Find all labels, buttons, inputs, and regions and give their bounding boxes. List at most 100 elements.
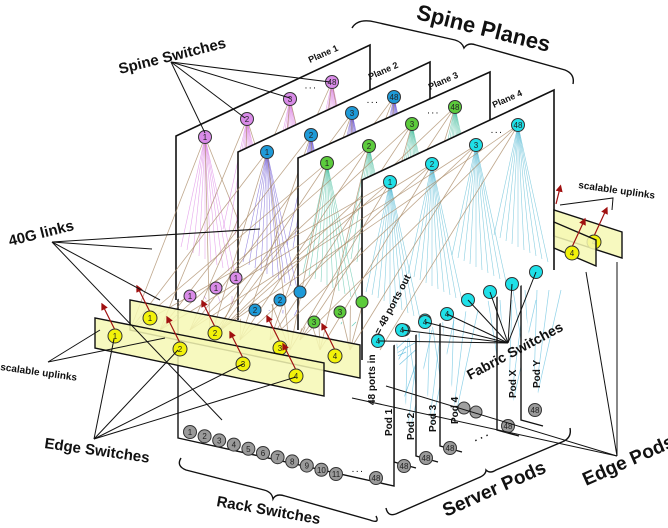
spine-fanout-link xyxy=(308,162,328,277)
fabric-switch-1-1-label: 1 xyxy=(188,292,193,301)
rack-switch-pod2-48-circle xyxy=(397,459,411,473)
40g-link xyxy=(219,106,456,331)
rack-switch-3-label: 3 xyxy=(217,436,222,445)
40g-link xyxy=(204,136,211,341)
spine-switch-p1-2-label: 2 xyxy=(245,115,250,124)
edge-pod-switch-2: 4 xyxy=(564,245,580,261)
rack-switch-pod4-48-circle xyxy=(443,441,457,455)
40g-link xyxy=(159,118,248,331)
rack-switch-48: 48 xyxy=(369,471,383,485)
pod-4-outline xyxy=(439,310,463,453)
pod-label-5: Pod X xyxy=(508,369,519,398)
spine-fanout-link xyxy=(475,144,495,277)
spine-fanout-link xyxy=(517,124,549,263)
spine-fanout-link xyxy=(511,124,519,245)
pod-6-outline xyxy=(520,282,544,427)
spine-fanout-link xyxy=(505,124,519,242)
spine-fanout-link xyxy=(431,163,463,302)
spine-fanout-link xyxy=(248,151,268,266)
fabric-switch-2-3-circle xyxy=(293,285,307,299)
rack-switch-48-label: 48 xyxy=(372,474,381,483)
spine-switches-leaders xyxy=(170,61,331,134)
rack-switch-6: 6 xyxy=(256,446,270,460)
spine-fanout-link xyxy=(517,124,537,257)
spine-fanout-link xyxy=(407,163,433,275)
spine-switch-p2-48: 48 xyxy=(387,90,401,104)
fabric-switch-1-2: 1 xyxy=(209,281,223,295)
spine-switches-label: Spine Switches xyxy=(117,35,228,78)
rack-switch-pod4-48-label: 48 xyxy=(446,444,455,453)
spine-switch-p2-48-label: 48 xyxy=(390,93,399,102)
spine-fanout-link xyxy=(469,144,477,265)
scalable-uplinks-right-leaders xyxy=(559,197,614,211)
spine-fanout-link xyxy=(425,163,433,284)
edge-switch-1-2-label: 2 xyxy=(213,329,218,338)
spine-switch-p4-48: 48 xyxy=(511,118,525,132)
spine-fanout-link xyxy=(260,151,268,272)
spine-switch-p3-48-label: 48 xyxy=(451,103,460,112)
spine-fanout-link xyxy=(475,144,501,280)
40g-link xyxy=(239,163,433,341)
rack-switch-2: 2 xyxy=(197,429,212,444)
spine-switch-p1-1-circle xyxy=(198,130,212,144)
rack-switch-pod6-48: 48 xyxy=(528,403,542,417)
spine-switch-p1-2: 2 xyxy=(240,112,254,126)
spine-fanout-link xyxy=(451,144,477,256)
spine-planes-brace xyxy=(351,20,575,85)
rack-switch-10-label: 10 xyxy=(317,466,326,475)
scalable-uplink-arrow xyxy=(282,342,297,371)
pod-panel-6 xyxy=(520,282,544,427)
spine-fanout-link xyxy=(180,136,206,248)
40g-links-label: 40G links xyxy=(7,217,76,250)
40g-link xyxy=(189,123,413,331)
edge-switches-leaders xyxy=(93,338,297,440)
rack-switch-9-circle xyxy=(299,458,314,473)
40g-link xyxy=(219,124,519,331)
edge-switch-2-1: 1 xyxy=(107,328,123,344)
rack-switch-11: 11 xyxy=(329,467,343,481)
scalable-uplink-arrow xyxy=(166,315,181,344)
40g-link xyxy=(319,163,433,351)
rack-switch-1: 1 xyxy=(183,425,197,439)
scalable-uplinks-left-label: scalable uplinks xyxy=(0,362,78,384)
spine-switch-p1-3-label: 3 xyxy=(288,95,293,104)
spine-fanout-link xyxy=(365,181,391,293)
40g-link xyxy=(129,162,328,331)
switch-nodes: 1234812348123481234811122334444441234567… xyxy=(183,75,543,485)
rack-switch-5-circle xyxy=(241,441,256,456)
spine-switch-p4-2-label: 2 xyxy=(430,160,435,169)
spine-switch-p2-1-circle xyxy=(260,145,274,159)
spine-switch-p2-1-label: 1 xyxy=(265,148,270,157)
spine-fanout-link xyxy=(517,124,531,254)
spine-fanout-link xyxy=(266,151,286,284)
rack-switch-3: 3 xyxy=(212,433,227,448)
fabric-switch-2-2-circle xyxy=(273,293,287,307)
scalable-uplinks-left-leaders xyxy=(47,329,166,363)
spine-switch-p2-2: 2 xyxy=(304,128,318,142)
rack-switches-brace xyxy=(178,457,378,523)
rack-switch-11-label: 11 xyxy=(332,470,341,479)
spine-fanout-link xyxy=(222,118,248,230)
rack-switch-pod2-48: 48 xyxy=(397,459,411,473)
fabric-switch-2-2-label: 2 xyxy=(278,296,283,305)
rack-switch-pod3-48-circle xyxy=(419,451,433,465)
fabric-switch-3-1-circle xyxy=(307,315,321,329)
spine-switch-p4-1-label: 1 xyxy=(388,178,393,187)
spine-fanout-link xyxy=(389,181,397,308)
plane-1-ellipsis: · · · xyxy=(305,86,316,93)
spine-fanout-link xyxy=(326,162,352,298)
rack-switch-4-circle xyxy=(226,437,241,452)
spine-fanout-link xyxy=(431,163,439,290)
spine-fanout-link xyxy=(204,136,212,263)
rack-ellipsis: · · · xyxy=(352,469,363,476)
edge-switch-2-3-label: 3 xyxy=(241,360,246,369)
plane-4-ellipsis: · · · xyxy=(491,130,502,137)
pod-label-3: Pod 3 xyxy=(428,404,439,432)
scalable-uplink-arrow xyxy=(555,184,563,205)
spine-fanout-link xyxy=(204,136,224,269)
scalable-uplink-arrow xyxy=(101,302,116,331)
spine-fanout-link xyxy=(266,151,292,287)
40g-link xyxy=(289,181,391,351)
